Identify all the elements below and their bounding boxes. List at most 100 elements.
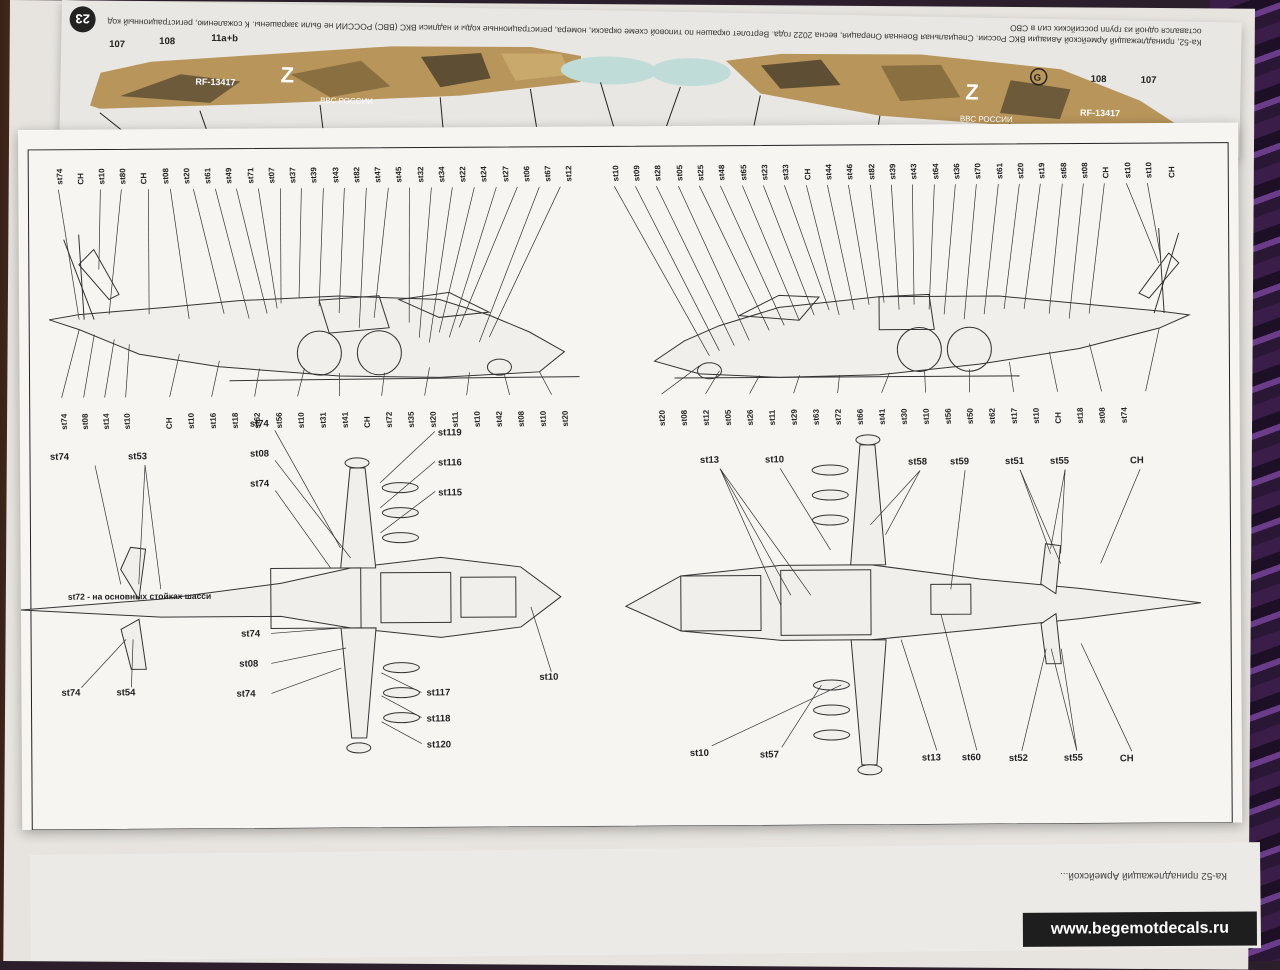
side-left-top-labels: st74 CH st10 st80 CH st08 st20 st61 st49…: [55, 165, 573, 185]
stencil-label: st61: [203, 167, 212, 184]
stencil-label: st74: [236, 689, 256, 700]
stencil-label: st80: [118, 168, 127, 185]
stencil-label: st20: [182, 167, 191, 184]
left-profile-label: 108: [159, 36, 175, 47]
stencil-label: st54: [116, 687, 136, 698]
stencil-label: st55: [1050, 456, 1070, 467]
stencil-label: st117: [426, 687, 450, 698]
stencil-label: st14: [102, 413, 111, 430]
stencil-label: st70: [973, 163, 982, 180]
stencil-sheet: st74 CH st10 st80 CH st08 st20 st61 st49…: [18, 123, 1242, 830]
stencil-label: st56: [944, 408, 953, 425]
stencil-label: st28: [653, 165, 662, 182]
stencil-label: CH: [139, 172, 148, 184]
stencil-label: st10: [123, 413, 132, 430]
stencil-label: st46: [845, 163, 854, 180]
stencil-label: st50: [966, 408, 975, 425]
stencil-label: st34: [437, 166, 446, 183]
stencil-label: st10: [473, 411, 482, 428]
stencil-label: st119: [438, 427, 462, 438]
stencil-label: st42: [495, 410, 504, 427]
stencil-label: st116: [438, 457, 462, 468]
website-banner[interactable]: www.begemotdecals.ru: [1023, 911, 1257, 946]
stencil-label: st74: [241, 629, 261, 640]
stencil-label: st25: [696, 164, 705, 181]
stencil-label: st41: [878, 408, 887, 425]
stencil-label: st47: [373, 166, 382, 183]
stencil-label: st11: [768, 409, 777, 425]
stencil-label: st31: [319, 412, 328, 429]
landing-gear-note: st72 - на основных стойках шасси: [68, 591, 211, 602]
stencil-label: st65: [739, 164, 748, 181]
stencil-label: st52: [1009, 753, 1028, 764]
stencil-label: st12: [564, 165, 573, 182]
stencil-label: st45: [394, 166, 403, 183]
side-left-bottom-labels: st74 st08 st14 st10 CH st10 st16 st18 st…: [60, 410, 570, 430]
stencil-label: st60: [962, 752, 981, 763]
stencil-label: CH: [1054, 412, 1063, 424]
stencil-label: st13: [922, 752, 941, 763]
stencil-label: st08: [680, 409, 689, 426]
right-bort-text: ВВС РОССИИ: [960, 114, 1013, 124]
stencil-label: st32: [416, 166, 425, 183]
stencil-label: st24: [479, 166, 488, 183]
stencil-label: st67: [543, 165, 552, 182]
stencil-label: st20: [561, 410, 570, 427]
stencil-label: st74: [250, 478, 270, 489]
right-z-marking: Z: [965, 79, 979, 104]
stencil-label: st18: [1076, 407, 1085, 424]
stencil-label: st09: [632, 165, 641, 182]
left-profile-label: 107: [109, 39, 125, 50]
left-fuselage-code: RF-13417: [195, 77, 235, 88]
stencil-label: CH: [1101, 167, 1110, 179]
stencil-label: st55: [1064, 753, 1084, 764]
stencil-label: st43: [909, 163, 918, 180]
stencil-label: st43: [331, 166, 340, 183]
left-profile-label: 11a+b: [211, 33, 238, 45]
right-profile-label: G: [1034, 73, 1042, 84]
stencil-label: st12: [702, 409, 711, 426]
stencil-label: st62: [988, 407, 997, 424]
stencil-label: st18: [231, 412, 240, 429]
stencil-label: st74: [50, 452, 70, 463]
stencil-label: st72: [834, 408, 843, 425]
stencil-label: CH: [803, 168, 812, 180]
stencil-label: st36: [952, 163, 961, 180]
stencil-label: st64: [931, 163, 940, 180]
stencil-label: st39: [309, 167, 318, 184]
stencil-drawings-svg: st74 CH st10 st80 CH st08 st20 st61 st49…: [18, 123, 1242, 830]
stencil-label: st26: [746, 409, 755, 426]
stencil-label: st07: [267, 167, 276, 184]
stencil-label: st48: [717, 164, 726, 181]
stencil-label: st56: [275, 412, 284, 429]
stencil-label: st10: [1123, 162, 1132, 179]
stencil-label: st10: [97, 168, 106, 185]
stencil-label: st10: [297, 412, 306, 429]
right-profile-label: 107: [1141, 75, 1157, 86]
stencil-label: st59: [950, 456, 969, 467]
plan-view-bottom: [625, 433, 1202, 777]
stencil-label: st57: [760, 749, 779, 760]
plan-view-top: [20, 457, 562, 755]
stencil-label: st08: [81, 413, 90, 430]
stencil-label: st10: [1144, 162, 1153, 179]
stencil-label: st120: [427, 739, 451, 750]
stencil-label: CH: [1120, 753, 1134, 764]
stencil-label: CH: [1167, 166, 1176, 178]
left-bort-text: ВВС РОССИИ: [320, 96, 373, 106]
stencil-label: st39: [888, 163, 897, 180]
stencil-label: st10: [539, 410, 548, 427]
stencil-label: st30: [900, 408, 909, 425]
stencil-label: st29: [790, 409, 799, 426]
stencil-label: st08: [161, 168, 170, 185]
stencil-label: st10: [765, 454, 784, 465]
stencil-label: st118: [427, 713, 451, 724]
stencil-label: CH: [165, 417, 174, 429]
right-fuselage-code: RF-13417: [1080, 108, 1120, 119]
stencil-label: CH: [363, 416, 372, 428]
stencil-label: st06: [522, 165, 531, 182]
stencil-label: st82: [867, 163, 876, 180]
stencil-label: CH: [76, 173, 85, 185]
stencil-label: st20: [658, 409, 667, 426]
stencil-label: CH: [1130, 455, 1144, 466]
